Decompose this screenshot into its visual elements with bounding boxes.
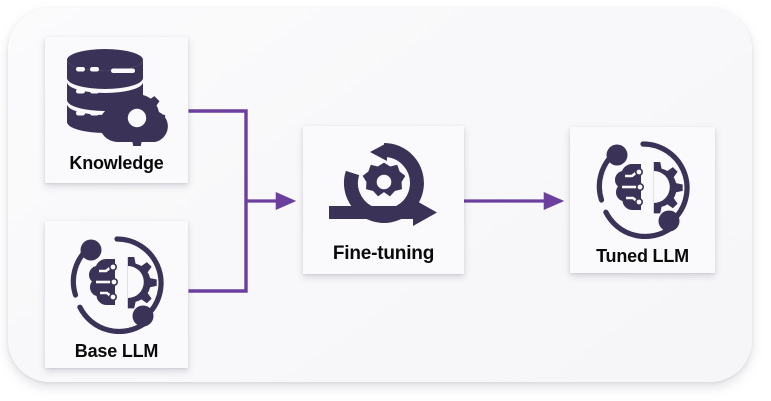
brain-circuit-gear-orbit-icon (70, 236, 164, 334)
node-knowledge-label: Knowledge (69, 153, 164, 173)
database-stack-cloud-gear-icon (66, 49, 168, 146)
refresh-cycle-gear-arrow-icon (328, 143, 437, 226)
tuned-llm-icon-wrap (570, 137, 715, 239)
node-base-llm-label: Base LLM (74, 341, 159, 361)
base-llm-icon-wrap (45, 232, 188, 334)
node-tuned-llm-label: Tuned LLM (596, 246, 689, 266)
node-base-llm[interactable]: Base LLM (45, 221, 188, 368)
node-fine-tuning[interactable]: Fine-tuning (303, 126, 464, 274)
brain-circuit-gear-orbit-icon (596, 141, 690, 239)
node-fine-tuning-label: Fine-tuning (332, 243, 435, 264)
node-tuned-llm[interactable]: Tuned LLM (570, 127, 715, 273)
node-knowledge[interactable]: Knowledge (45, 37, 188, 183)
knowledge-icon-wrap (45, 46, 188, 146)
fine-tuning-icon-wrap (303, 142, 464, 230)
